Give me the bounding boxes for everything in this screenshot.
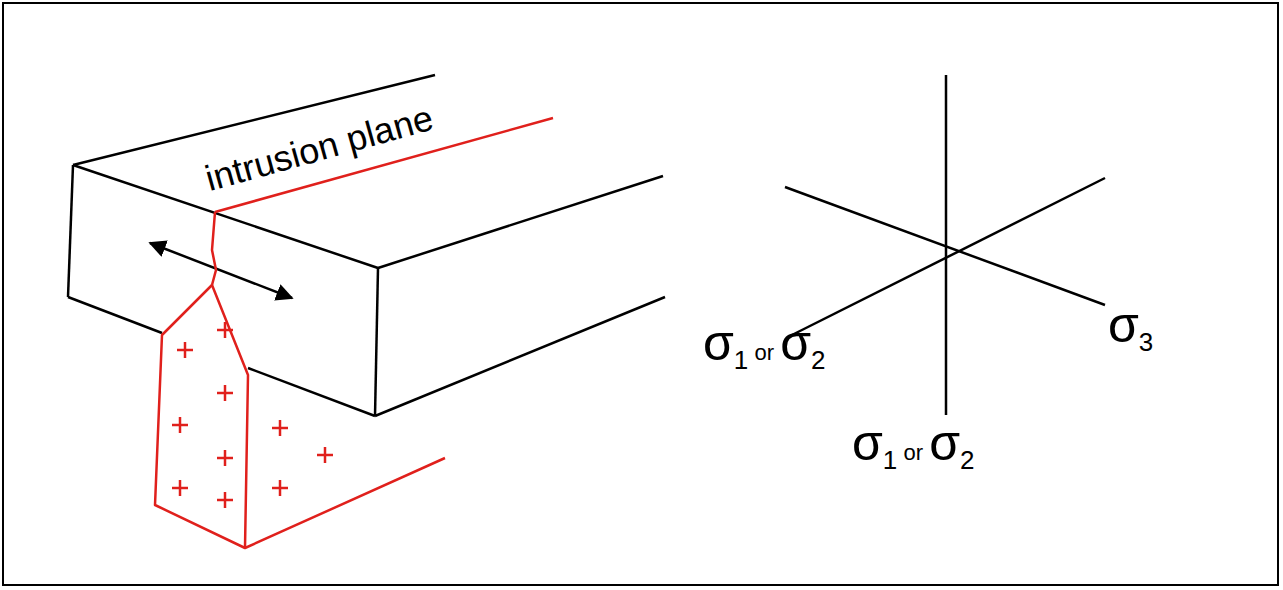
granite-pattern <box>172 322 333 508</box>
stress-axis-label: σ1 or σ2 <box>703 318 825 368</box>
stress-axes <box>785 75 1105 415</box>
stress-axis-label: σ1 or σ2 <box>852 418 974 468</box>
extension-arrow <box>150 243 292 298</box>
stress-axis-label: σ3 <box>1108 300 1153 350</box>
intrusion-plane-label: intrusion plane <box>201 97 438 200</box>
